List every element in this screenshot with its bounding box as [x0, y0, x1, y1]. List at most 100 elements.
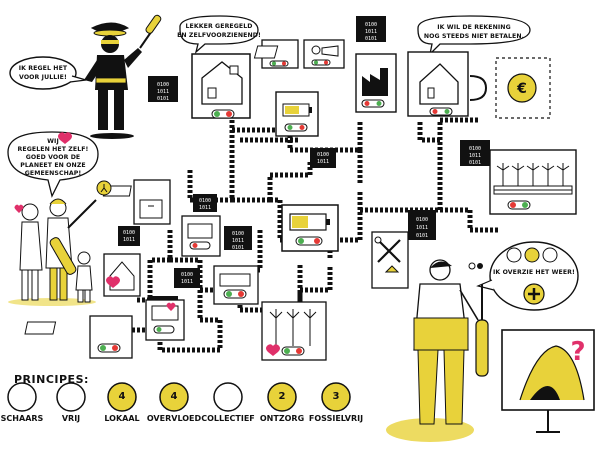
- principles-circles: [7, 382, 351, 412]
- svg-text:0100: 0100: [232, 231, 244, 237]
- euro-coin-icon: €: [469, 57, 551, 119]
- svg-text:0101: 0101: [157, 96, 169, 102]
- svg-text:0100: 0100: [416, 217, 428, 223]
- principle-circle-vrij: [56, 382, 86, 412]
- data-chip-icon: 0100 1011: [193, 194, 217, 212]
- battery-card-top: [275, 91, 319, 137]
- svg-text:€: €: [516, 81, 527, 97]
- speech-text-planeet-4: PLANEET EN ONZE: [20, 162, 85, 169]
- speech-text-overzicht: IK OVERZIE HET WEER!: [493, 269, 575, 276]
- wind-park-card: [489, 149, 577, 215]
- svg-text:0101: 0101: [469, 160, 481, 166]
- heart-icon: [14, 204, 24, 213]
- svg-text:0100: 0100: [317, 152, 329, 158]
- bandit-character: [84, 22, 142, 139]
- speech-bubble-rekening: [417, 15, 531, 56]
- principle-number-fossielvrij: 3: [332, 391, 340, 402]
- speech-bubble-regel: [9, 56, 87, 90]
- svg-text:1011: 1011: [232, 238, 244, 244]
- principle-circle-lokaal: [107, 382, 137, 412]
- principle-label-overvloed: OVERVLOED: [146, 414, 202, 423]
- heart-icon: [106, 276, 120, 288]
- principle-label-schaars: SCHAARS: [0, 414, 44, 423]
- house-card-4: [24, 315, 133, 359]
- svg-text:1011: 1011: [157, 89, 169, 95]
- svg-text:1011: 1011: [123, 237, 135, 243]
- speech-bubble-overzicht: [476, 241, 579, 311]
- community-people: [8, 198, 97, 306]
- speech-text-lekker-2: EN ZELFVOORZIENEND!: [177, 32, 261, 39]
- svg-text:0101: 0101: [416, 233, 428, 239]
- svg-text:0100: 0100: [199, 198, 211, 204]
- card-middle-small: [181, 215, 221, 257]
- speech-text-planeet-3: GOED VOOR DE: [26, 154, 81, 161]
- principle-number-ontzorg: 2: [278, 391, 286, 402]
- data-chip-icon: 0100 1011 0101: [460, 140, 490, 166]
- card-bottom-middle: [145, 299, 185, 341]
- svg-text:0100: 0100: [469, 146, 481, 152]
- question-mark-icon: ?: [570, 337, 585, 367]
- svg-text:1011: 1011: [181, 279, 193, 285]
- factory-card: [355, 53, 397, 113]
- house-card-3: [103, 253, 141, 297]
- solar-panel-card-top: [253, 39, 299, 69]
- house-card-2: [102, 179, 171, 225]
- principle-label-ontzorg: ONTZORG: [259, 414, 305, 423]
- screwdriver-icon: [475, 284, 489, 377]
- card-lower-middle: [213, 265, 259, 305]
- svg-text:1011: 1011: [199, 205, 211, 211]
- principle-number-overvloed: 4: [170, 391, 178, 402]
- data-chip-icon: 0100 1011 0101: [408, 210, 436, 240]
- data-chip-icon: 0100 1011: [310, 148, 336, 168]
- svg-text:?: ?: [570, 337, 585, 367]
- data-chip-icon: 0100 1011 0101: [148, 76, 178, 102]
- screwdriver-icon: [139, 14, 162, 49]
- principle-circle-ontzorg: [267, 382, 297, 412]
- principle-circle-schaars: [7, 382, 37, 412]
- principle-circle-collectief: [213, 382, 243, 412]
- speech-bubble-lekker: [179, 15, 259, 54]
- heart-icon: [266, 344, 280, 356]
- house-card-1: [191, 53, 251, 119]
- speech-text-lekker-1: LEKKER GEREGELD: [185, 23, 252, 30]
- principle-circle-fossielvrij: [321, 382, 351, 412]
- speech-text-rekening-2: NOG STEEDS NIET BETALEN.: [424, 33, 524, 40]
- wind-turbine-card: [261, 301, 327, 361]
- house-card-rekening: [407, 51, 469, 117]
- battery-card-center: [281, 204, 339, 252]
- speech-text-planeet-2: REGELEN HET ZELF!: [18, 146, 89, 153]
- toggle-switch: [211, 109, 235, 119]
- wind-card-top: [303, 39, 345, 69]
- split-icon: [96, 180, 112, 196]
- principle-number-lokaal: 4: [118, 391, 126, 402]
- screen-question-card: [501, 329, 595, 433]
- data-chip-icon: [468, 262, 483, 270]
- data-chip-icon: 0100 1011 0101: [356, 16, 386, 42]
- svg-text:1011: 1011: [317, 159, 329, 165]
- svg-text:0101: 0101: [365, 36, 377, 42]
- heart-icon: [58, 132, 72, 144]
- data-chip-icon: 0100 1011 0101: [224, 226, 252, 251]
- svg-text:0100: 0100: [181, 272, 193, 278]
- svg-text:0101: 0101: [232, 245, 244, 251]
- speech-bubble-planeet: [7, 131, 99, 198]
- principle-circle-overvloed: [159, 382, 189, 412]
- plus-icon: [523, 283, 545, 305]
- svg-text:1011: 1011: [469, 153, 481, 159]
- svg-text:0100: 0100: [123, 230, 135, 236]
- data-chip-icon: 0100 1011: [118, 226, 140, 246]
- principle-label-lokaal: LOKAAL: [104, 414, 140, 423]
- speech-text-planeet-1: WIJ: [47, 138, 59, 145]
- tools-icon: [371, 231, 409, 289]
- principle-label-vrij: VRIJ: [61, 414, 81, 423]
- svg-text:0100: 0100: [365, 22, 377, 28]
- svg-text:1011: 1011: [416, 225, 428, 231]
- engineer-character: [386, 259, 479, 442]
- principle-label-collectief: COLLECTIEF: [201, 414, 255, 423]
- speech-text-rekening-1: IK WIL DE REKENING: [437, 24, 511, 31]
- svg-text:0100: 0100: [157, 82, 169, 88]
- data-chip-icon: 0100 1011: [174, 268, 200, 288]
- principle-label-fossielvrij: FOSSIELVRIJ: [308, 414, 364, 423]
- svg-text:1011: 1011: [365, 29, 377, 35]
